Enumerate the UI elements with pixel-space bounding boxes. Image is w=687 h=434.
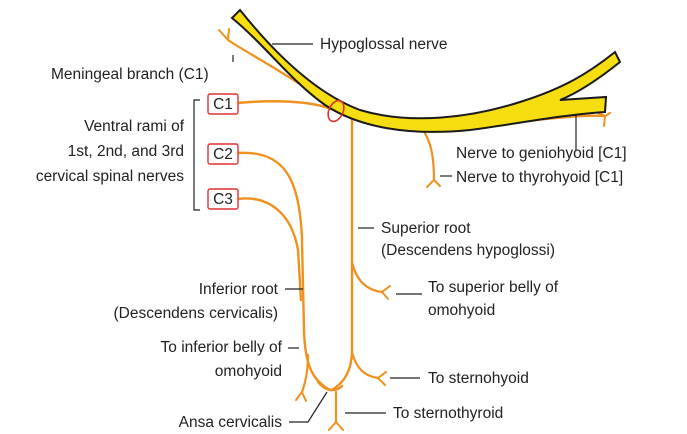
sup-omohyoid-label-line2: omohyoid: [428, 302, 495, 319]
ventral-rami-label-line2: 1st, 2nd, and 3rd: [68, 143, 184, 160]
sternothyroid-fork: [329, 422, 343, 430]
inf-omohyoid-label-line2: omohyoid: [215, 363, 282, 380]
thyrohyoid-fork: [427, 180, 440, 187]
ansa-cervicalis-label: Ansa cervicalis: [179, 414, 283, 431]
c2-box: C2: [208, 144, 238, 164]
c3-box: C3: [208, 189, 238, 209]
sup-omohyoid-label-line1: To superior belly of: [428, 279, 559, 296]
c1-ramus: [238, 101, 334, 110]
geniohyoid-label: Nerve to geniohyoid [C1]: [456, 145, 627, 162]
ventral-rami-label-line3: cervical spinal nerves: [36, 168, 184, 185]
thyrohyoid-nerve: [420, 126, 434, 180]
inf-omohyoid-branch: [302, 355, 308, 392]
inferior-root-label-line2: (Descendens cervicalis): [113, 305, 278, 322]
sternohyoid-label: To sternohyoid: [428, 370, 529, 387]
sternothyroid-label: To sternothyroid: [393, 405, 503, 422]
superior-root-label-line2: (Descendens hypoglossi): [381, 242, 555, 259]
c3-label: C3: [213, 191, 233, 208]
inf-omohyoid-fork: [296, 392, 306, 401]
geniohyoid-fork: [596, 112, 610, 126]
meningeal-branch-label: Meningeal branch (C1): [51, 66, 209, 83]
ansa-leader: [289, 392, 327, 422]
inf-omohyoid-label-line1: To inferior belly of: [161, 339, 283, 356]
hypoglossal-nerve: [232, 10, 620, 132]
sternohyoid-fork: [378, 372, 386, 385]
c2-label: C2: [213, 146, 233, 163]
c1-box: C1: [208, 94, 238, 114]
ventral-rami-bracket: [194, 100, 200, 210]
ventral-rami-label-line1: Ventral rami of: [84, 118, 185, 135]
inferior-root-label-line1: Inferior root: [199, 281, 279, 298]
sternohyoid-branch: [352, 352, 378, 378]
sup-omohyoid-branch: [352, 262, 382, 292]
thyrohyoid-label: Nerve to thyrohyoid [C1]: [456, 169, 623, 186]
hypoglossal-nerve-label: Hypoglossal nerve: [320, 36, 448, 53]
superior-root: [332, 118, 352, 390]
c1-label: C1: [213, 96, 233, 113]
superior-root-label-line1: Superior root: [381, 220, 471, 237]
meningeal-branch-fork: [219, 29, 229, 40]
sup-omohyoid-fork: [382, 286, 390, 299]
